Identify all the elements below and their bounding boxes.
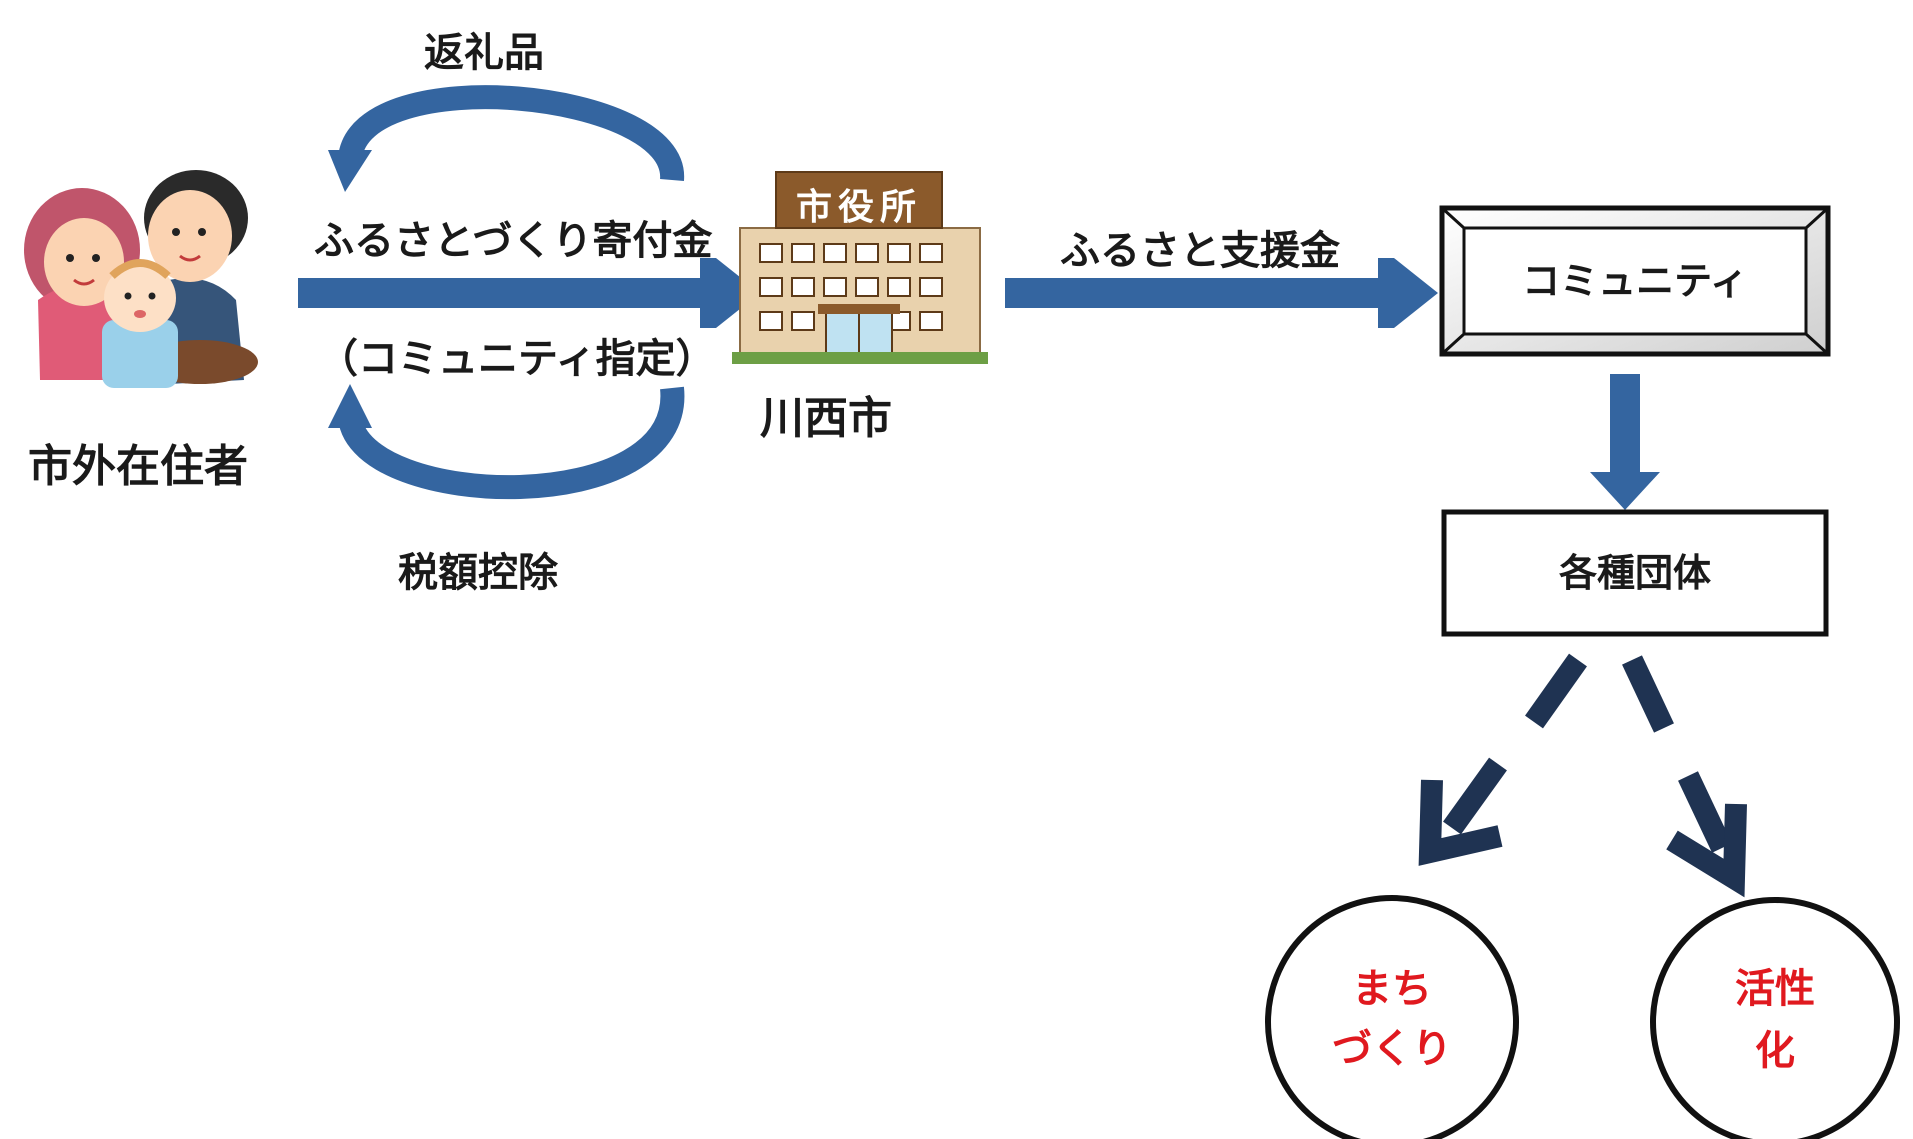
building-windows <box>759 243 943 331</box>
outcome-town-line1: まち <box>1352 966 1432 1012</box>
outcome-vitality-line2: 化 <box>1755 1028 1795 1074</box>
support-money-arrow <box>1005 258 1438 328</box>
building-window <box>759 243 783 263</box>
resident-label: 市外在住者 <box>28 441 248 492</box>
building-window <box>855 277 879 297</box>
groups-to-town-arrow <box>1418 653 1587 866</box>
building-window <box>887 277 911 297</box>
building-window <box>919 311 943 331</box>
building-window <box>791 243 815 263</box>
family-illustration <box>24 170 258 388</box>
community-box-label: コミュニティ <box>1522 259 1748 303</box>
building-window <box>759 277 783 297</box>
groups-to-vitality-arrow <box>1622 655 1747 898</box>
return-gift-label: 返礼品 <box>424 30 544 76</box>
city-label: 川西市 <box>760 393 892 444</box>
support-money-label: ふるさと支援金 <box>1060 228 1340 274</box>
groups-box <box>1441 509 1829 637</box>
community-to-groups-arrow <box>1590 374 1660 510</box>
donation-arrow <box>298 258 760 328</box>
outcome-circle-vitality <box>1650 897 1900 1139</box>
outcome-vitality-line1: 活性 <box>1735 966 1815 1012</box>
city-hall-sign: 市役所 <box>796 187 923 228</box>
city-hall-building <box>732 171 988 364</box>
tax-deduction-label: 税額控除 <box>398 550 558 596</box>
building-window <box>823 243 847 263</box>
building-window <box>887 243 911 263</box>
tax-deduction-arrow <box>328 384 685 500</box>
donation-label: ふるさとづくり寄付金 <box>314 218 713 264</box>
community-designation-label: （コミュニティ指定） <box>318 336 716 382</box>
outcome-town-line2: づくり <box>1332 1026 1452 1072</box>
building-window <box>823 277 847 297</box>
return-gift-arrow <box>328 85 684 192</box>
building-window <box>855 243 879 263</box>
building-window <box>791 277 815 297</box>
building-window <box>919 277 943 297</box>
building-window <box>759 311 783 331</box>
building-window <box>791 311 815 331</box>
groups-box-label: 各種団体 <box>1558 551 1711 595</box>
building-window <box>919 243 943 263</box>
community-box <box>1439 205 1831 357</box>
outcome-circle-town <box>1265 895 1519 1139</box>
